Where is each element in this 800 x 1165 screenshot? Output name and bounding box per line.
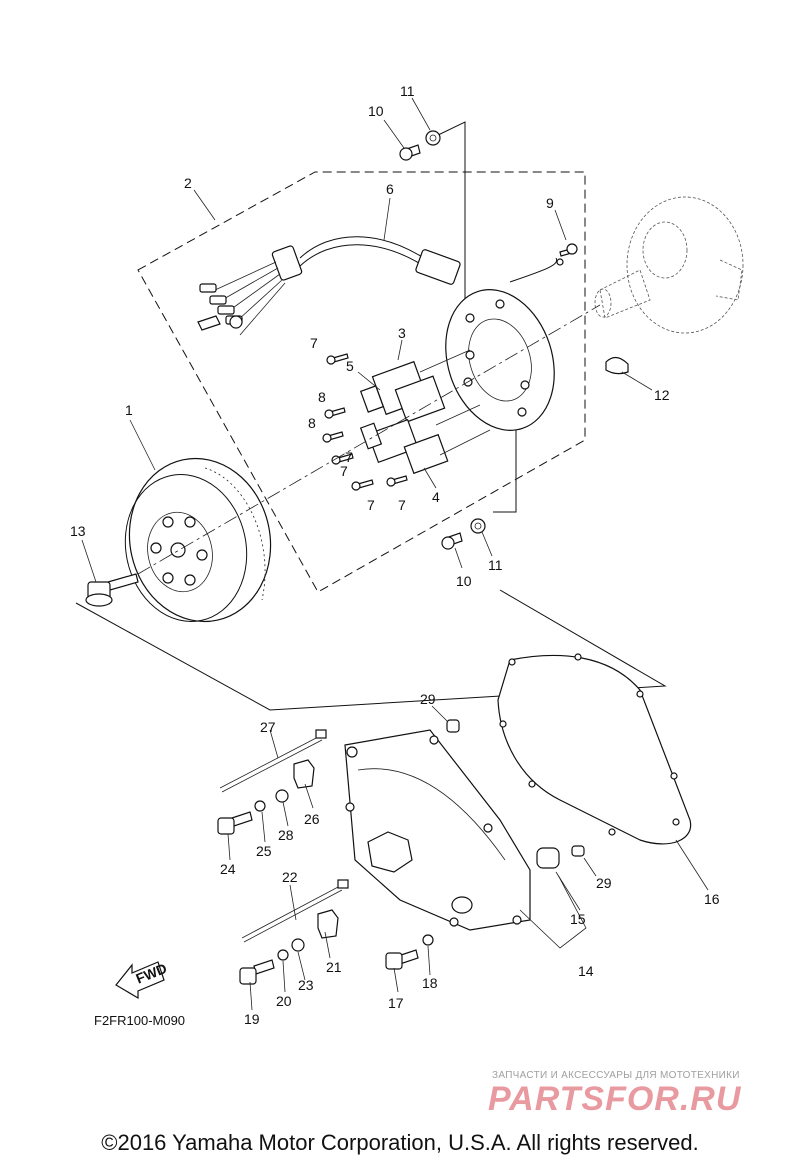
dowel-pins	[446, 719, 585, 869]
callout-13: 13	[70, 523, 86, 539]
fwd-arrow-icon: FWD	[115, 960, 169, 1000]
callout-23: 23	[298, 977, 314, 993]
flywheel-bolt	[85, 573, 139, 607]
callout-7c: 7	[345, 449, 353, 465]
callout-5: 5	[346, 358, 354, 374]
callout-15: 15	[570, 911, 586, 927]
diagram-code: F2FR100-M090	[94, 1013, 186, 1028]
callout-8a: 8	[318, 389, 326, 405]
callout-18: 18	[422, 975, 438, 991]
callout-7a: 7	[310, 335, 318, 351]
callout-leaders	[81, 97, 709, 1011]
wire-clamp-lower	[317, 909, 339, 939]
callout-25: 25	[256, 843, 272, 859]
callout-7e: 7	[398, 497, 406, 513]
callout-21: 21	[326, 959, 342, 975]
callout-labels: 1 2 3 4 5 6 7 7 7 7 7 8 8 9 10 11 10 11 …	[70, 83, 720, 1027]
woodruff-key	[605, 356, 629, 375]
callout-22: 22	[282, 869, 298, 885]
callout-10a: 10	[368, 103, 384, 119]
callout-4: 4	[432, 489, 440, 505]
pickup-coils	[359, 349, 491, 475]
callout-10b: 10	[456, 573, 472, 589]
callout-3: 3	[398, 325, 406, 341]
callout-28: 28	[278, 827, 294, 843]
callout-7d: 7	[367, 497, 375, 513]
callout-9: 9	[546, 195, 554, 211]
callout-12: 12	[654, 387, 670, 403]
stator-assembly-boundary	[137, 171, 586, 593]
callout-29b: 29	[596, 875, 612, 891]
stator-plate	[445, 257, 564, 431]
copyright-notice: ©2016 Yamaha Motor Corporation, U.S.A. A…	[101, 1130, 699, 1155]
callout-27: 27	[260, 719, 276, 735]
flywheel-rotor	[124, 457, 272, 623]
callout-16: 16	[704, 891, 720, 907]
callout-1: 1	[125, 402, 133, 418]
wire-clamp-upper	[293, 759, 315, 789]
callout-19: 19	[244, 1011, 260, 1027]
callout-8b: 8	[308, 415, 316, 431]
generator-cover	[344, 729, 531, 931]
callout-14: 14	[578, 963, 594, 979]
cable-ties	[219, 729, 349, 943]
flywheel-group-boundary	[75, 589, 667, 711]
watermark-tagline: ЗАПЧАСТИ И АКСЕССУАРЫ ДЛЯ МОТОТЕХНИКИ	[492, 1070, 740, 1081]
cover-bolts	[217, 789, 434, 985]
callout-29a: 29	[420, 691, 436, 707]
crankshaft-ghost	[594, 196, 744, 334]
gasket-holes	[499, 653, 680, 836]
callout-6: 6	[386, 181, 394, 197]
callout-26: 26	[304, 811, 320, 827]
callout-17: 17	[388, 995, 404, 1011]
callout-24: 24	[220, 861, 236, 877]
callout-11a: 11	[400, 83, 415, 99]
wire-harness	[197, 236, 461, 336]
callout-2: 2	[184, 175, 192, 191]
callout-11b: 11	[488, 557, 503, 573]
callout-20: 20	[276, 993, 292, 1009]
callout-7b: 7	[340, 463, 348, 479]
watermark-brand: PARTSFOR.RU	[488, 1080, 742, 1118]
